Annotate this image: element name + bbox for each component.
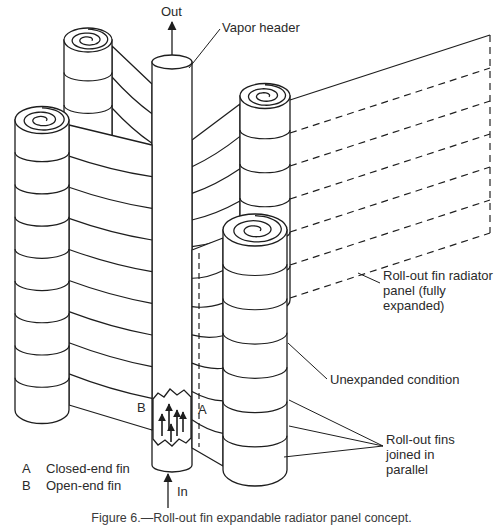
fin-seam (15, 281, 69, 290)
legend-entry: Closed-end fin (46, 461, 130, 476)
legend-entry: Open-end fin (46, 478, 121, 493)
panel-seam-dashed (290, 68, 490, 133)
fin-seam (192, 136, 240, 166)
roll-spiral (248, 85, 285, 106)
flow-arrow (176, 410, 178, 436)
cylinder-body (15, 120, 69, 424)
fin-seam (69, 218, 152, 240)
flow-label: Out (161, 4, 182, 19)
front-right-panel (192, 238, 223, 466)
cylinder-top (240, 84, 290, 109)
fin-seam (223, 367, 287, 378)
part-label: Vapor header (222, 20, 300, 35)
fin-seam (240, 130, 290, 139)
fin-seam (223, 333, 287, 344)
fin-seam (192, 169, 240, 194)
fin-seam (15, 249, 69, 258)
fin-seam (69, 343, 152, 367)
fin-seam (112, 77, 152, 114)
out-arrow (171, 22, 172, 55)
part-label: Unexpanded condition (330, 372, 459, 387)
fin-seam (192, 271, 223, 279)
panel-edge (290, 35, 490, 100)
leader-line (288, 343, 327, 379)
flow-label: In (177, 484, 188, 499)
fin-seam (69, 312, 152, 335)
fin-seam (223, 401, 287, 412)
flow-arrow (168, 404, 170, 430)
fin-seam (192, 335, 223, 337)
front-left-roll (15, 107, 69, 424)
fin-key: B (137, 400, 146, 415)
fin-seam (240, 198, 290, 207)
fin-seam (223, 264, 287, 275)
in-arrow (167, 474, 168, 508)
fin-seam (69, 156, 152, 177)
panel-seam-dashed (290, 200, 490, 265)
legend-key: A (22, 461, 31, 476)
roll-spiral (24, 108, 64, 130)
panel-seam-dashed (290, 101, 490, 166)
seam-dashed (198, 253, 199, 447)
flow-arrow (170, 424, 172, 442)
fin-seam (15, 378, 69, 387)
panel-seam-dashed (290, 167, 490, 232)
figure-caption: Figure 6.—Roll-out fin expandable radiat… (0, 511, 503, 526)
fin-seam (69, 374, 152, 398)
leader-lines (189, 29, 383, 457)
cylinder-top (223, 214, 287, 246)
fin-seam (15, 184, 69, 193)
fin-seam (64, 105, 112, 113)
fin-seam (64, 73, 112, 81)
cylinder-top (64, 28, 112, 52)
part-label: Roll-out fin radiator panel (fully expan… (383, 268, 495, 313)
fin-seam (192, 363, 223, 368)
part-label: Roll-out fins joined in parallel (386, 432, 478, 477)
fin-seam (192, 201, 240, 220)
roll-spiral (72, 29, 108, 49)
cylinder-top (15, 107, 69, 134)
vapor-header (152, 55, 192, 472)
front-left-panel (69, 125, 152, 430)
fin-seam (69, 281, 152, 304)
leader-line (289, 400, 383, 446)
cylinder-body (223, 230, 287, 486)
fin-seam (192, 303, 223, 307)
front-right-roll (223, 214, 287, 486)
cutaway-outline (153, 389, 191, 446)
fin-seam (192, 391, 223, 400)
cylinder-top (152, 55, 192, 69)
fin-seam (223, 436, 287, 447)
fin-panel (69, 125, 152, 430)
expanded-panel (290, 35, 490, 298)
legend-key: B (22, 478, 31, 493)
leader-line (284, 446, 383, 457)
fin-seam (240, 164, 290, 173)
fin-panel (192, 238, 223, 466)
fin-seam (69, 249, 152, 271)
leader-line (358, 273, 380, 283)
flow-arrow (161, 414, 163, 436)
panel-seam-dashed (290, 134, 490, 199)
fin-seam (15, 313, 69, 322)
panel-edge-dashed (489, 35, 490, 233)
fin-seam (15, 217, 69, 226)
leader-line (289, 426, 383, 446)
fin-seam (15, 346, 69, 355)
fin-seam (223, 299, 287, 310)
flow-arrow (182, 412, 184, 432)
fin-seam (15, 152, 69, 161)
cylinder-body (152, 62, 192, 472)
fin-seam (192, 420, 223, 434)
header-cutaway (153, 389, 191, 446)
roll-spiral (234, 216, 281, 242)
fin-key: A (198, 402, 207, 417)
fin-seam (69, 187, 152, 208)
leader-line (189, 29, 220, 68)
